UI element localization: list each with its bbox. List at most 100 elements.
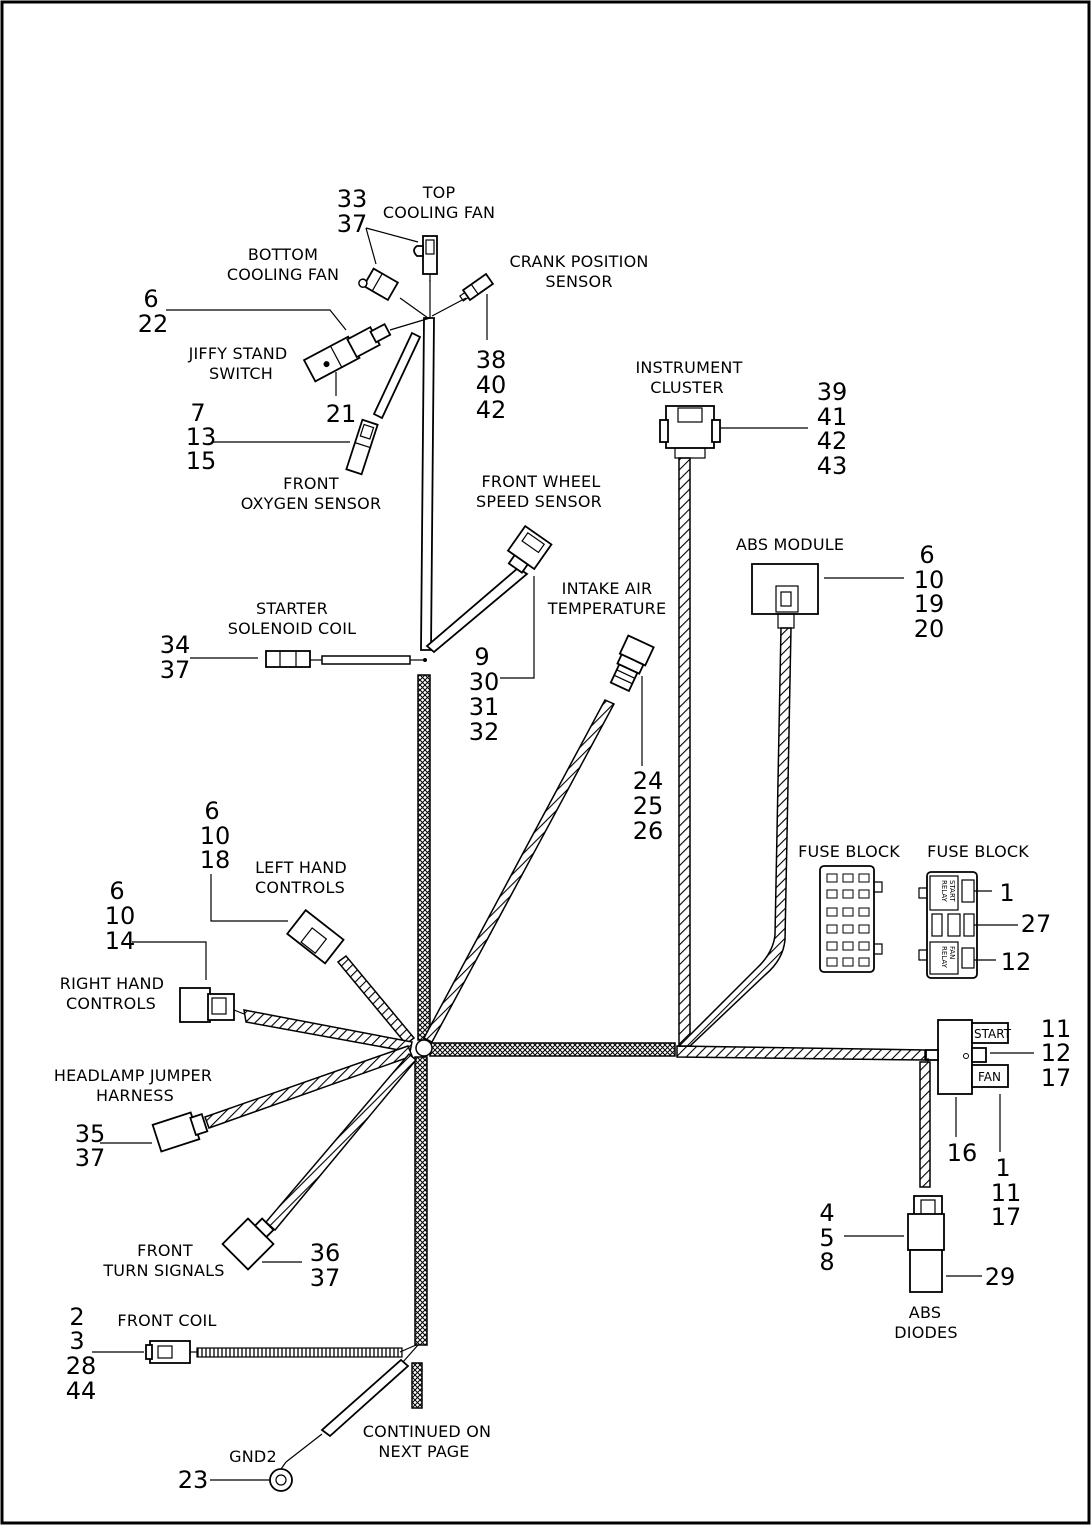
callout-left-hand-2: 10 xyxy=(200,822,231,850)
left-hand-controls-connector xyxy=(285,908,345,965)
wheel-speed-label-1: FRONT WHEEL xyxy=(482,472,601,491)
bottom-cooling-fan-connector xyxy=(358,267,400,302)
callout-oxygen-3: 15 xyxy=(186,447,217,475)
left-branches xyxy=(196,655,427,1463)
callout-intake-2: 25 xyxy=(633,792,664,820)
callout-wheel-speed-3: 31 xyxy=(469,693,500,721)
callout-instrument-4: 43 xyxy=(817,452,848,480)
starter-solenoid-label-2: SOLENOID COIL xyxy=(228,619,356,638)
jiffy-stand-label-2: SWITCH xyxy=(209,364,273,383)
bottom-cooling-fan-label-1: BOTTOM xyxy=(248,245,318,264)
callout-right-hand-2: 10 xyxy=(105,902,136,930)
intake-air-temperature-connector xyxy=(609,634,655,693)
left-hand-controls-label-1: LEFT HAND xyxy=(255,858,347,877)
top-cluster xyxy=(302,235,495,476)
front-oxygen-label-2: OXYGEN SENSOR xyxy=(241,494,382,513)
turn-signals-label-2: TURN SIGNALS xyxy=(102,1261,224,1280)
callout-headlamp-1: 35 xyxy=(75,1120,106,1148)
front-turn-signals-connector xyxy=(221,1217,275,1271)
front-coil-connector xyxy=(145,1340,197,1364)
fuse-block-2: START RELAY FAN RELAY xyxy=(918,871,978,979)
main-trunk xyxy=(411,317,926,1409)
headlamp-label-2: HARNESS xyxy=(96,1086,174,1105)
callout-fuse-start: 1 xyxy=(999,879,1014,907)
left-hand-controls-label-2: CONTROLS xyxy=(255,878,345,897)
instrument-cluster-connector xyxy=(659,405,721,459)
intake-air-label-1: INTAKE AIR xyxy=(562,579,653,598)
gnd2-ring-terminal xyxy=(269,1461,293,1492)
callout-crank-1: 38 xyxy=(476,346,507,374)
callout-right-hand-1: 6 xyxy=(109,877,124,905)
instrument-cluster-label-1: INSTRUMENT xyxy=(635,358,742,377)
start-relay-sub-label: RELAY xyxy=(940,880,948,903)
callout-relay-right-3: 17 xyxy=(1041,1064,1072,1092)
crank-position-label-1: CRANK POSITION xyxy=(509,252,648,271)
callout-wheel-speed-2: 30 xyxy=(469,668,500,696)
callout-oxygen-2: 13 xyxy=(186,423,217,451)
callout-wheel-speed-1: 9 xyxy=(474,643,489,671)
top-cooling-fan-label-1: TOP xyxy=(422,183,456,202)
front-wheel-speed-sensor-connector xyxy=(506,524,553,574)
bottom-cooling-fan-label-2: COOLING FAN xyxy=(227,265,339,284)
callout-abs-module-2: 10 xyxy=(914,566,945,594)
top-cooling-fan-connector xyxy=(413,235,438,282)
callout-relay-bottom-3: 17 xyxy=(991,1203,1022,1231)
instrument-cluster-label-2: CLUSTER xyxy=(650,378,724,397)
headlamp-label-1: HEADLAMP JUMPER xyxy=(54,1066,212,1085)
top-cooling-fan-label-2: COOLING FAN xyxy=(383,203,495,222)
callout-left-hand-1: 6 xyxy=(204,797,219,825)
callout-numbers: 33 37 6 22 38 40 42 21 7 13 15 39 41 42 … xyxy=(66,185,1072,1494)
callout-starter-1: 34 xyxy=(160,631,191,659)
callout-crank-2: 40 xyxy=(476,371,507,399)
callout-headlamp-2: 37 xyxy=(75,1144,106,1172)
callout-instrument-3: 42 xyxy=(817,427,848,455)
callout-abs-module-3: 19 xyxy=(914,590,945,618)
start-relay-label: START xyxy=(948,880,956,902)
right-hand-controls-label-2: CONTROLS xyxy=(66,994,156,1013)
callout-right-hand-3: 14 xyxy=(105,927,136,955)
callout-crank-3: 42 xyxy=(476,396,507,424)
fan-relay-sub-label: RELAY xyxy=(940,946,948,969)
start-relay-tag: START xyxy=(974,1027,1012,1041)
abs-diodes-label-2: DIODES xyxy=(894,1323,957,1342)
right-hand-controls-label-1: RIGHT HAND xyxy=(60,974,164,993)
callout-intake-1: 24 xyxy=(633,767,664,795)
gnd2-label: GND2 xyxy=(229,1447,277,1466)
starter-solenoid-label-1: STARTER xyxy=(256,599,328,618)
continued-label-1: CONTINUED ON xyxy=(363,1422,491,1441)
callout-abs-module-4: 20 xyxy=(914,615,945,643)
callout-diodes-left-1: 4 xyxy=(819,1199,834,1227)
callout-oxygen-1: 7 xyxy=(190,399,205,427)
callout-relay-bottom-1: 1 xyxy=(995,1154,1010,1182)
right-hand-controls-connector xyxy=(179,987,245,1023)
fan-relay-label: FAN xyxy=(948,946,956,959)
callout-instrument-2: 41 xyxy=(817,403,848,431)
callout-abs-module-1: 6 xyxy=(919,541,934,569)
callout-left-hand-3: 18 xyxy=(200,846,231,874)
callout-relay-right-2: 12 xyxy=(1041,1039,1072,1067)
callout-gnd2: 23 xyxy=(178,1466,209,1494)
callout-front-coil-3: 28 xyxy=(66,1352,97,1380)
abs-diodes-label-1: ABS xyxy=(909,1303,941,1322)
component-labels: TOP COOLING FAN BOTTOM COOLING FAN CRANK… xyxy=(54,183,1029,1466)
callout-diodes-left-2: 5 xyxy=(819,1224,834,1252)
abs-module-label: ABS MODULE xyxy=(736,535,844,554)
turn-signals-label-1: FRONT xyxy=(137,1241,193,1260)
fuse-block-1-label: FUSE BLOCK xyxy=(798,842,900,861)
callout-starter-2: 37 xyxy=(160,656,191,684)
crank-position-connector xyxy=(459,272,495,302)
relay-block: START FAN xyxy=(925,1019,1012,1095)
callout-bottom-fan-2: 22 xyxy=(138,310,169,338)
jiffy-stand-switch xyxy=(302,322,392,383)
front-oxygen-sensor-connector xyxy=(345,418,379,476)
jiffy-stand-label-1: JIFFY STAND xyxy=(188,344,288,363)
callout-wheel-speed-4: 32 xyxy=(469,718,500,746)
abs-diodes xyxy=(907,1058,945,1293)
callout-front-coil-4: 44 xyxy=(66,1377,97,1405)
callout-top-fans-1: 33 xyxy=(337,185,368,213)
callout-top-fans-2: 37 xyxy=(337,210,368,238)
headlamp-jumper-connector xyxy=(151,1111,209,1153)
callout-relay-16: 16 xyxy=(947,1139,978,1167)
front-oxygen-label-1: FRONT xyxy=(283,474,339,493)
